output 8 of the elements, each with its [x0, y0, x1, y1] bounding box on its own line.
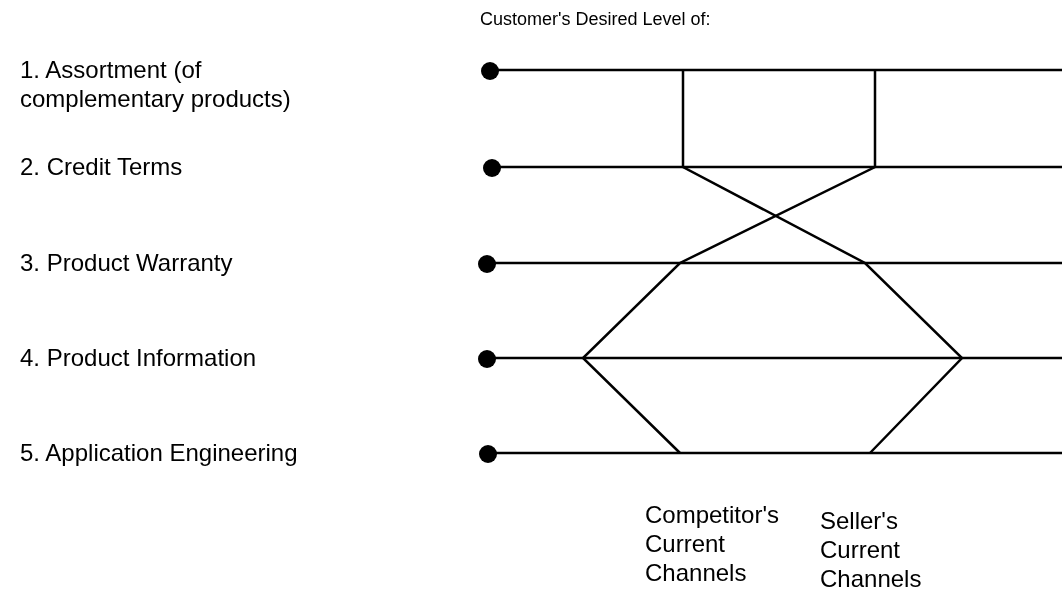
attribute-label: 5. Application Engineering: [20, 438, 299, 467]
chart-title: Customer's Desired Level of:: [480, 8, 711, 30]
profile-label: Competitor's Current Channels: [645, 500, 780, 587]
profile-label: Seller's Current Channels: [820, 506, 923, 593]
attribute-label: 2. Credit Terms: [20, 152, 184, 181]
attribute-label: 3. Product Warranty: [20, 248, 234, 277]
attribute-label: 1. Assortment (of complementary products): [20, 55, 292, 113]
attribute-label: 4. Product Information: [20, 343, 258, 372]
